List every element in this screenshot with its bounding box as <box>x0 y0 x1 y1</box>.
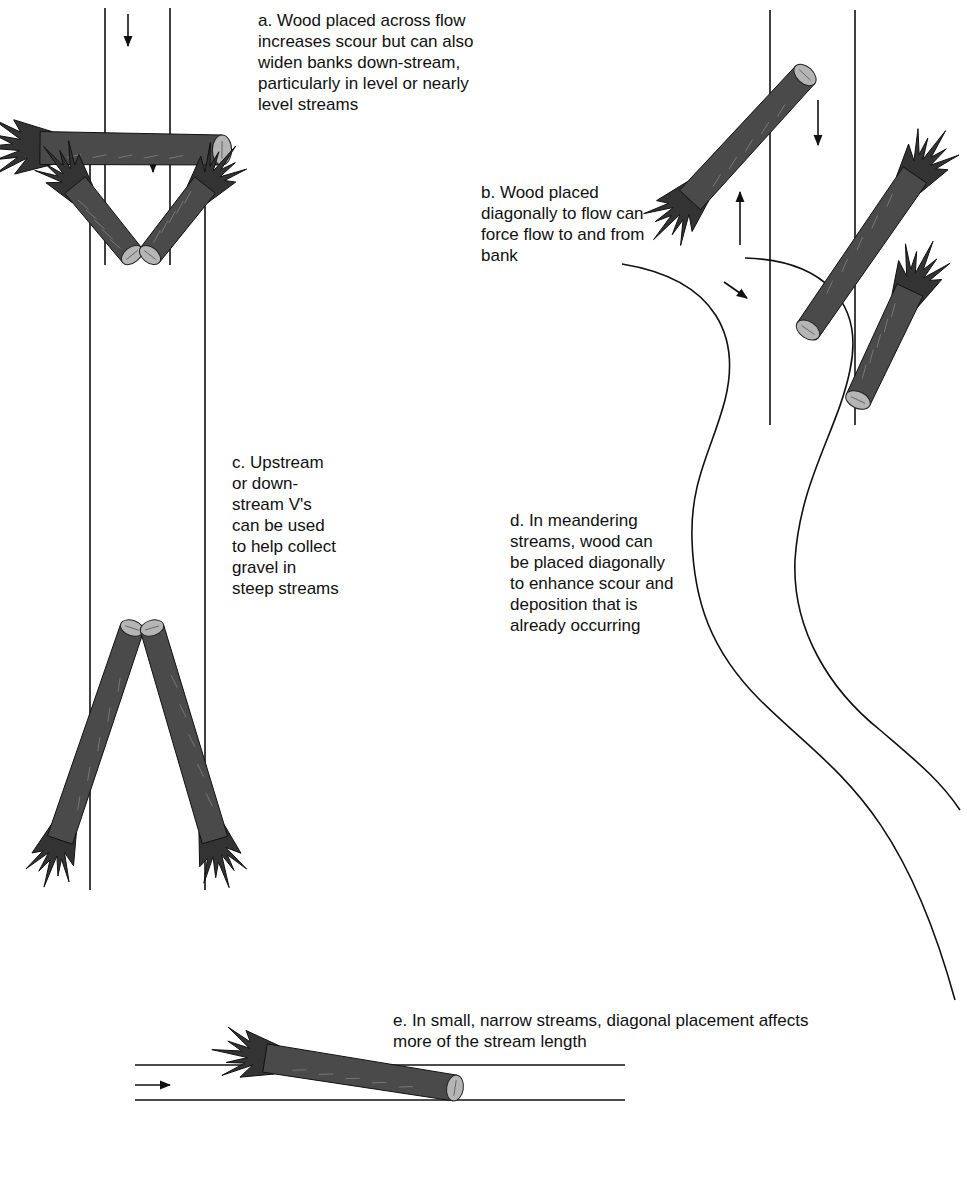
log-end-hatch <box>221 141 222 159</box>
bark-texture <box>118 678 120 692</box>
bark-texture <box>78 796 80 810</box>
bark-texture <box>884 319 888 333</box>
bark-texture <box>180 704 186 717</box>
log-trunk <box>48 624 144 844</box>
log-end-hatch <box>144 251 155 260</box>
bark-texture <box>872 216 878 229</box>
log-end-hatch <box>126 250 137 259</box>
flow-arrow <box>739 192 741 245</box>
bark-texture <box>777 104 785 116</box>
flow-arrow <box>724 282 747 298</box>
caption-note: d. In meandering streams, wood can be pl… <box>510 510 675 636</box>
bark-texture <box>870 349 874 363</box>
bark-texture <box>102 229 113 238</box>
log-end <box>790 60 820 90</box>
meander-bank <box>745 258 960 810</box>
log-trunk <box>797 167 926 338</box>
meander-bank <box>622 264 955 1000</box>
bark-texture <box>197 764 203 777</box>
log <box>26 617 146 887</box>
log-trunk <box>679 66 814 209</box>
flow-arrow <box>135 1084 170 1086</box>
bark-texture <box>399 1086 413 1087</box>
bark-texture <box>189 734 195 747</box>
log-end <box>793 316 824 344</box>
log-end-hatch <box>799 70 810 81</box>
caption-note: e. In small, narrow streams, diagonal pl… <box>393 1010 813 1052</box>
log-end-hatch <box>802 326 815 335</box>
bark-texture <box>713 174 721 186</box>
bark-texture <box>171 675 177 688</box>
flow-arrow <box>817 100 819 145</box>
log-trunk <box>846 284 923 406</box>
bark-texture <box>206 793 212 806</box>
bark-texture <box>154 230 161 242</box>
bank-line <box>769 10 771 425</box>
bark-texture <box>729 157 737 169</box>
bark-texture <box>827 281 833 294</box>
bark-texture <box>98 737 100 751</box>
log <box>793 129 959 345</box>
bark-texture <box>108 707 110 721</box>
bark-texture <box>857 237 863 250</box>
bark-texture <box>110 239 121 248</box>
caption-note: b. Wood placed diagonally to flow can fo… <box>481 182 671 266</box>
bark-texture <box>184 191 191 203</box>
bark-texture <box>319 1074 333 1075</box>
bark-texture <box>169 156 183 159</box>
bark-texture <box>161 220 168 232</box>
log-end <box>445 1074 465 1102</box>
bark-texture <box>842 259 848 272</box>
bark-texture <box>292 1069 306 1070</box>
bark-texture <box>78 200 89 209</box>
bark-texture <box>761 122 769 134</box>
log-end-hatch <box>851 397 865 404</box>
log-end <box>138 617 165 639</box>
log-end-hatch <box>145 626 159 630</box>
bark-texture <box>86 210 97 219</box>
bark-texture <box>892 303 896 317</box>
bank-line <box>135 1099 625 1101</box>
bark-texture <box>177 201 184 213</box>
bark-texture <box>169 211 176 223</box>
bark-texture <box>372 1082 386 1083</box>
log <box>644 60 821 245</box>
bark-texture <box>862 365 866 379</box>
log <box>35 141 146 269</box>
log-end <box>843 387 874 413</box>
caption-note: c. Upstream or down-stream V's can be us… <box>232 452 340 599</box>
log-end-hatch <box>454 1080 456 1095</box>
caption-note: a. Wood placed across flow increases sco… <box>258 10 490 115</box>
bark-texture <box>345 1078 359 1079</box>
log <box>136 142 247 268</box>
log-end-hatch <box>125 626 139 631</box>
bark-texture <box>144 155 158 158</box>
bark-texture <box>118 155 132 158</box>
bark-texture <box>745 139 753 151</box>
bark-texture <box>93 155 107 158</box>
bark-texture <box>94 220 105 229</box>
log <box>138 617 246 887</box>
log-trunk <box>263 1044 457 1101</box>
log-trunk <box>140 625 227 844</box>
bark-texture <box>887 194 893 207</box>
log-trunk <box>40 132 222 165</box>
flow-arrow <box>127 14 129 46</box>
bank-line <box>854 10 856 425</box>
bark-texture <box>88 767 90 781</box>
log-end <box>136 242 164 269</box>
bark-texture <box>877 334 881 348</box>
